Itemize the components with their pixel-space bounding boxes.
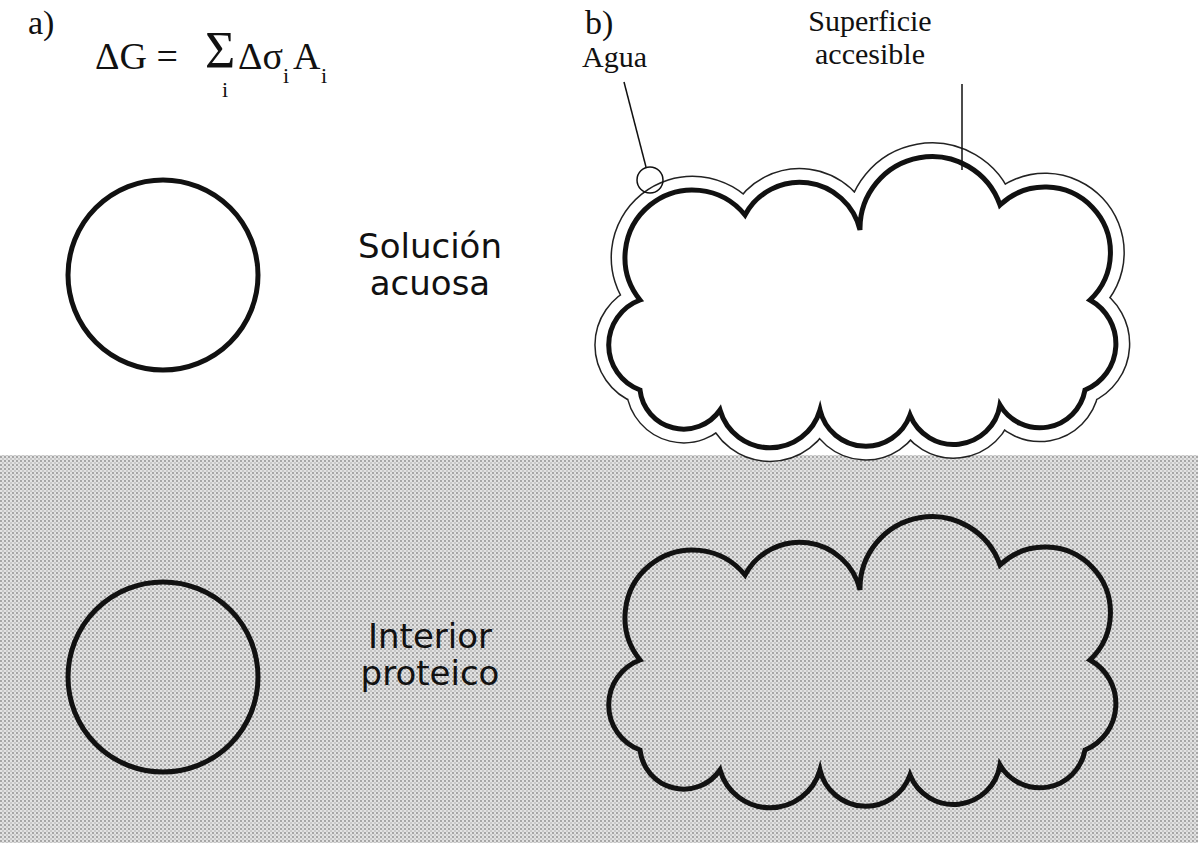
- region-label: Solución acuosa: [330, 228, 530, 303]
- subscript: i: [283, 64, 289, 88]
- solute-circle: [68, 180, 258, 370]
- region-label: Interior proteico: [330, 618, 530, 693]
- panel-letter: b): [585, 4, 613, 41]
- interior-band: [0, 455, 1198, 843]
- equation-term: ΔG =: [95, 36, 178, 78]
- molecule-outline: [609, 517, 1116, 808]
- subscript: i: [321, 64, 327, 88]
- accessible-surface-gap: [609, 157, 1116, 448]
- accessible-surface: [609, 157, 1116, 448]
- leader-line: [624, 82, 646, 167]
- sum-index: i: [222, 78, 228, 102]
- equation-term: Δσ: [238, 36, 283, 78]
- panel-letter: a): [28, 4, 54, 41]
- molecule-fill: [609, 157, 1116, 448]
- molecule-outline: [609, 157, 1116, 448]
- equation-term: A: [293, 36, 320, 78]
- water-label: Agua: [582, 40, 647, 73]
- water-probe: [637, 167, 663, 193]
- sum-symbol: Σ: [205, 22, 235, 79]
- surface-label: Superficie accesible: [760, 4, 980, 70]
- solute-circle: [68, 582, 258, 772]
- leader-line: [961, 84, 963, 170]
